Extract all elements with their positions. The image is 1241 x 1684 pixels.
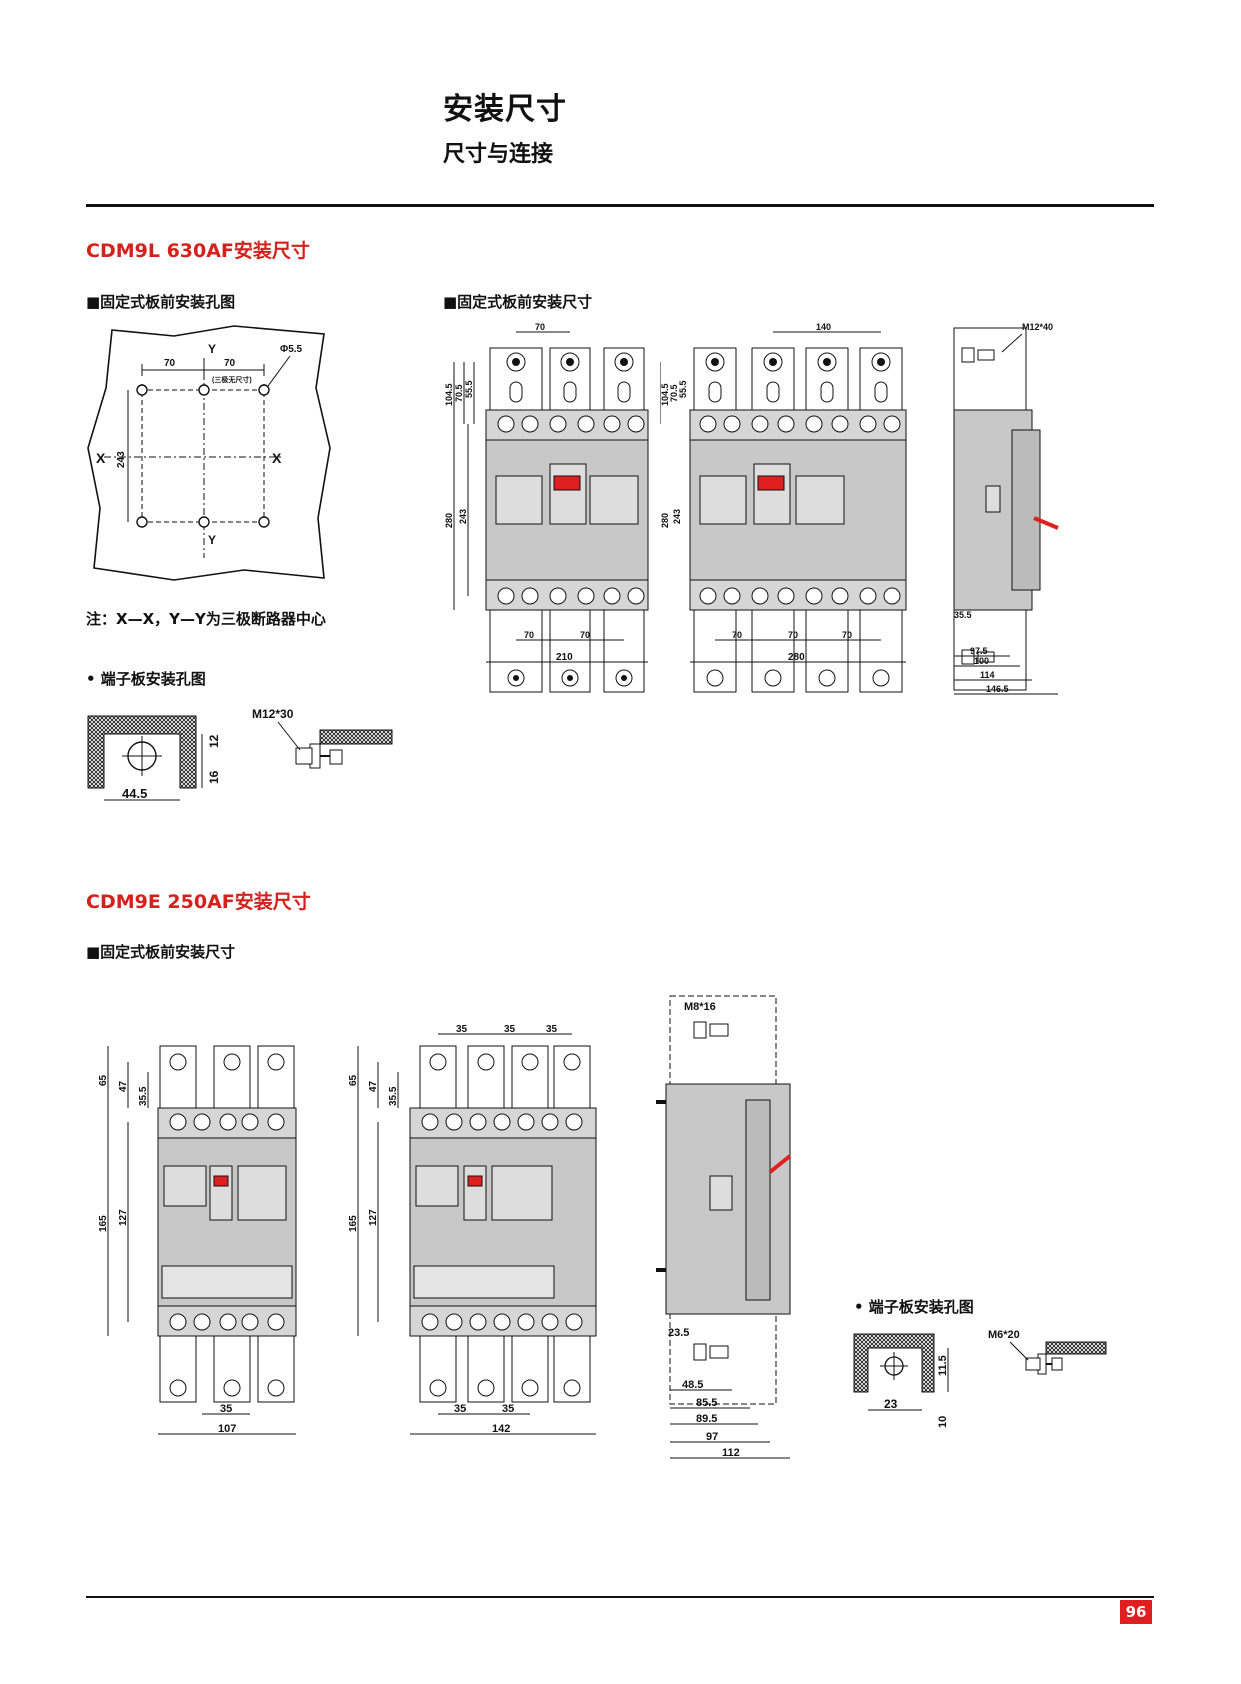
dim-104-5: 104.5: [660, 383, 670, 406]
dim-47: 47: [118, 1080, 129, 1092]
dim-35-5: 35.5: [388, 1086, 399, 1106]
dim-127: 127: [368, 1209, 379, 1226]
section2-front-4p-drawing: 35 35 35 65 47 35.5 165 127 35 35 142: [348, 1024, 597, 1435]
footer-rule: [86, 1596, 1154, 1598]
dim-65: 65: [98, 1074, 109, 1086]
dim-97-5: 97.5: [970, 646, 988, 656]
dim-bot-35-a: 35: [454, 1403, 466, 1415]
dim-width-142: 142: [492, 1423, 510, 1435]
dim-23-5: 23.5: [668, 1327, 689, 1339]
dim-width-210: 210: [556, 652, 573, 663]
page-title: 安装尺寸: [443, 92, 567, 127]
hole-diameter: Φ5.5: [280, 344, 303, 355]
dim-70-5: 70.5: [669, 384, 679, 402]
dim-bot-35-b: 35: [502, 1403, 514, 1415]
section2-terminal-diagram: 11.5 10 23 M6*20: [853, 1329, 1107, 1428]
dim-97: 97: [706, 1431, 718, 1443]
bolt-m8-16: M8*16: [684, 1001, 716, 1013]
dim-55-5: 55.5: [464, 380, 474, 398]
dim-65: 65: [348, 1074, 359, 1086]
dim-top-35-b: 35: [504, 1024, 516, 1035]
section1-hole-caption: ■固定式板前安装孔图: [86, 293, 236, 311]
section1-side-drawing: M12*40 35.5 97.5 100 114 146.5: [953, 322, 1059, 695]
dim-100: 100: [974, 656, 989, 666]
dim-12: 12: [207, 734, 221, 748]
dim-70-b: 70: [224, 358, 236, 369]
dim-127: 127: [118, 1209, 129, 1226]
dim-243: 243: [116, 451, 127, 468]
dim-16: 16: [207, 770, 221, 784]
dim-243: 243: [458, 509, 468, 524]
dim-width-107: 107: [218, 1423, 236, 1435]
dim-85-5: 85.5: [696, 1397, 717, 1409]
section1-front-4p-drawing: 140 104.5 70.5 55.5 280 243 70 70 70 280: [660, 322, 907, 693]
dim-104-5: 104.5: [444, 383, 454, 406]
section2-title: CDM9E 250AF安装尺寸: [86, 891, 311, 913]
dim-112: 112: [722, 1447, 740, 1459]
dim-bot-70-c: 70: [842, 630, 852, 640]
section1-hole-diagram: 70 70 Y Y X X Φ5.5 (三极无尺寸) 243: [87, 325, 331, 581]
section2-side-drawing: M8*16 23.5 48.5 85.5 89.5 97 112: [656, 995, 792, 1459]
dim-bot-70-b: 70: [788, 630, 798, 640]
page-subtitle: 尺寸与连接: [443, 142, 554, 167]
axis-y-top: Y: [208, 342, 216, 356]
bolt-m12-40: M12*40: [1022, 322, 1053, 332]
dim-bot-70-a: 70: [524, 630, 534, 640]
dim-width-280: 280: [788, 652, 805, 663]
axis-x-right: X: [272, 450, 282, 466]
bolt-m12-30: M12*30: [252, 707, 294, 721]
dim-35-5: 35.5: [138, 1086, 149, 1106]
dim-70-a: 70: [164, 358, 176, 369]
dim-165: 165: [98, 1215, 109, 1232]
header-rule: [86, 204, 1154, 207]
dim-44-5: 44.5: [122, 786, 147, 801]
axis-y-bottom: Y: [208, 533, 216, 547]
bolt-m6-20: M6*20: [988, 1329, 1020, 1341]
dim-243: 243: [672, 509, 682, 524]
axis-x-left: X: [96, 450, 106, 466]
dim-bot-70-b: 70: [580, 630, 590, 640]
section1-title: CDM9L 630AF安装尺寸: [86, 240, 310, 262]
dim-146-5: 146.5: [986, 684, 1009, 694]
dim-280: 280: [444, 513, 454, 528]
section1-terminal-diagram: 12 16 44.5 M12*30: [87, 707, 393, 801]
dim-bot-35: 35: [220, 1403, 232, 1415]
dim-114: 114: [980, 670, 995, 680]
dim-10: 10: [937, 1416, 949, 1428]
section2-front-caption: ■固定式板前安装尺寸: [86, 943, 236, 961]
dim-48-5: 48.5: [682, 1379, 703, 1391]
dim-23: 23: [884, 1397, 898, 1411]
dim-11-5: 11.5: [937, 1355, 949, 1376]
section2-terminal-caption: • 端子板安装孔图: [854, 1298, 974, 1316]
section2-front-3p-drawing: 65 47 35.5 165 127 35 107: [98, 1045, 297, 1435]
dim-55-5: 55.5: [678, 380, 688, 398]
dim-top-140: 140: [816, 322, 831, 332]
dim-top-35-c: 35: [546, 1024, 558, 1035]
section1-front-3p-drawing: 70 104.5 70.5 55.5 280 243 70 70 210: [444, 322, 649, 693]
dim-top-70: 70: [535, 322, 545, 332]
section1-terminal-caption: • 端子板安装孔图: [86, 670, 206, 688]
dim-top-35-a: 35: [456, 1024, 468, 1035]
dim-89-5: 89.5: [696, 1413, 717, 1425]
three-pole-note: (三极无尺寸): [212, 375, 252, 384]
dim-165: 165: [348, 1215, 359, 1232]
section1-front-caption: ■固定式板前安装尺寸: [443, 293, 593, 311]
section1-note: 注：X—X，Y—Y为三极断路器中心: [86, 610, 326, 628]
dim-47: 47: [368, 1080, 379, 1092]
dim-280: 280: [660, 513, 670, 528]
dim-bot-70-a: 70: [732, 630, 742, 640]
dim-35-5: 35.5: [954, 610, 972, 620]
page-number: 96: [1120, 1600, 1152, 1624]
dim-70-5: 70.5: [454, 384, 464, 402]
